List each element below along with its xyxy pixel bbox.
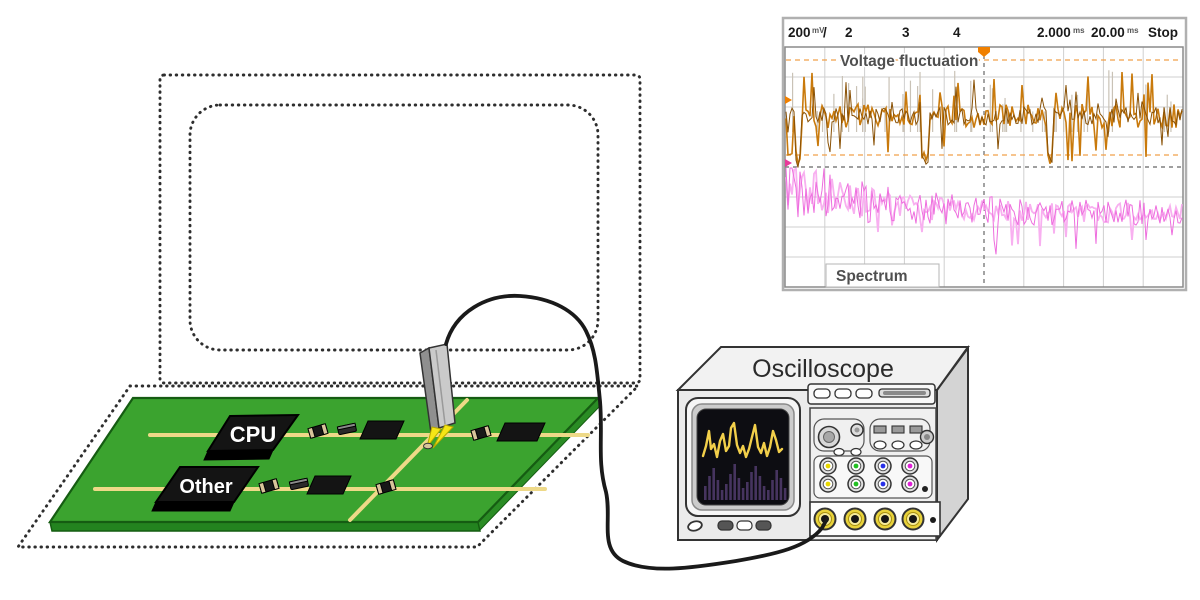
spectrum-label: Spectrum xyxy=(836,268,908,285)
voltage-fluctuation-trace xyxy=(785,71,1183,168)
front-button xyxy=(755,520,772,531)
bnc-connectors xyxy=(819,457,919,493)
oval-button xyxy=(909,440,923,450)
timebase-value: 2.000 xyxy=(1037,25,1071,40)
probe xyxy=(419,343,456,450)
right-knob-center xyxy=(924,434,930,440)
channel3-label: 3 xyxy=(902,25,910,40)
delay-unit: ms xyxy=(1127,26,1139,35)
capacitor xyxy=(375,479,397,495)
pcb-board: CPU Other xyxy=(47,396,601,532)
scope-screenshot-panel: 200 mV / 2 3 4 2.000 ms 20.00 ms Stop Vo… xyxy=(781,16,1188,292)
scope-control-panel xyxy=(809,407,941,541)
crt-waveform xyxy=(701,421,784,459)
probe-front xyxy=(428,343,456,429)
cpu-chip: CPU xyxy=(203,413,300,461)
big-knob-center xyxy=(823,431,835,443)
smd-chip xyxy=(359,420,405,440)
panel-dot xyxy=(922,486,928,492)
channel-ref-marker-orange xyxy=(785,96,792,104)
front-button xyxy=(717,520,734,531)
cpu-chip-label: CPU xyxy=(230,422,276,447)
pcb-components-row1 xyxy=(307,420,546,442)
resistor xyxy=(288,477,309,491)
channel1-scale-value: 200 xyxy=(788,25,811,40)
oval-button xyxy=(891,440,905,450)
strip-button xyxy=(855,388,873,399)
laptop-lid-outline xyxy=(158,73,642,385)
voltage-fluctuation-label: Voltage fluctuation xyxy=(840,53,978,70)
laptop-screen-outline xyxy=(188,103,600,352)
channel4-label: 4 xyxy=(953,25,961,40)
probe-groove xyxy=(435,349,446,425)
capacitor xyxy=(258,478,280,494)
screenshot-header: 200 mV / 2 3 4 2.000 ms 20.00 ms Stop xyxy=(788,25,1178,40)
spectrum-trace xyxy=(785,166,1183,255)
scope-top-strip xyxy=(807,383,936,405)
scope-front-buttons xyxy=(687,520,772,532)
smd-chip xyxy=(496,422,546,442)
channel1-scale-unit: mV xyxy=(812,26,825,35)
channel-ref-marker-pink xyxy=(785,159,792,167)
laptop-outline xyxy=(15,73,642,549)
other-chip: Other xyxy=(151,466,260,512)
gray-button xyxy=(891,425,905,434)
pcb-components-row2 xyxy=(258,475,397,495)
oval-button xyxy=(850,447,862,457)
pcb-side-edge xyxy=(49,521,481,532)
power-button xyxy=(687,520,703,532)
delay-value: 20.00 xyxy=(1091,25,1125,40)
smd-chip xyxy=(306,475,352,495)
oscilloscope-device: Oscilloscope xyxy=(675,344,970,543)
crt-glass xyxy=(696,408,790,506)
channel1-scale-suffix: / xyxy=(823,25,827,40)
resistor xyxy=(336,422,357,436)
other-chip-label: Other xyxy=(179,476,233,498)
oval-button xyxy=(873,440,887,450)
oval-button xyxy=(833,447,845,457)
spectrum-label-box xyxy=(825,263,940,288)
probe-cable xyxy=(444,294,829,571)
front-button xyxy=(736,520,753,531)
run-state-label: Stop xyxy=(1148,25,1178,40)
strip-dot xyxy=(930,517,936,523)
strip-button xyxy=(834,388,852,399)
capacitor xyxy=(307,423,329,439)
small-knob-center xyxy=(854,427,860,433)
channel2-label: 2 xyxy=(845,25,853,40)
crt-screen xyxy=(685,397,801,517)
probe-tip-right xyxy=(432,424,454,449)
oscilloscope-title: Oscilloscope xyxy=(752,355,894,383)
strip-slot-inner xyxy=(883,391,926,395)
gray-button xyxy=(909,425,923,434)
timebase-unit: ms xyxy=(1073,26,1085,35)
gray-button xyxy=(873,425,887,434)
pcb-top-face xyxy=(47,396,601,524)
probe-tip-left xyxy=(426,426,442,448)
strip-button xyxy=(813,388,831,399)
probe-contact-pad xyxy=(423,442,433,450)
trigger-marker xyxy=(978,47,990,57)
crt-spectrum-bars xyxy=(704,464,787,500)
capacitor xyxy=(470,425,492,441)
